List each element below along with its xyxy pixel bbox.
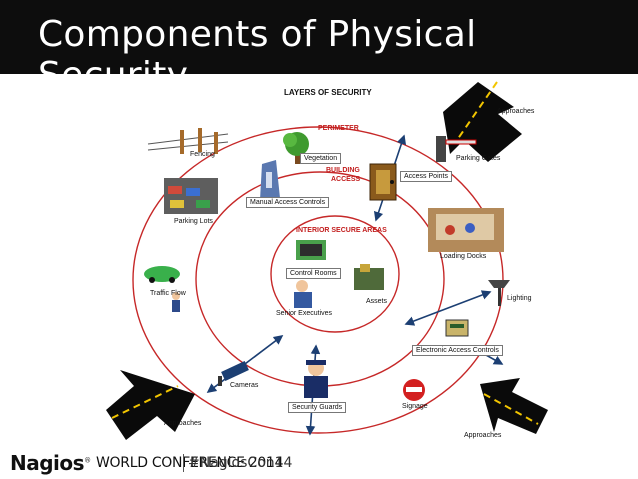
traffic-flow-label: Traffic Flow [150, 290, 186, 297]
zone-building-access-label-1: BUILDING [326, 167, 360, 174]
senior-executive-icon [294, 280, 312, 308]
electronic-access-controls-label: Electronic Access Controls [412, 345, 503, 356]
lighting-label: Lighting [507, 295, 532, 302]
door-icon [369, 163, 397, 201]
vegetation-icon [283, 132, 309, 164]
assets-label: Assets [366, 298, 388, 305]
access-points-label: Access Points [400, 171, 452, 182]
registered-mark: ® [84, 456, 91, 465]
camera-icon [218, 360, 249, 386]
title-bar: Components of Physical Security [0, 0, 638, 96]
approach-arrow-bottom-right [480, 378, 548, 434]
diagram-canvas [106, 81, 548, 440]
zone-building-access-label-2: ACCESS [331, 176, 361, 183]
control-room-icon [296, 240, 326, 260]
approaches-bottom-right-label: Approaches [464, 432, 502, 439]
zone-perimeter-label: PERIMETER [318, 125, 359, 132]
manual-access-controls-label: Manual Access Controls [246, 197, 330, 208]
manual-access-control-icon [260, 160, 280, 200]
layers-of-security-diagram: LAYERS OF SECURITY PERIMETER BUILDING AC… [0, 74, 638, 444]
parking-gates-label: Parking Gates [456, 155, 501, 162]
nagios-logo-text: Nagios [10, 451, 85, 475]
approach-arrow-bottom-left [106, 370, 195, 440]
no-entry-sign-icon [403, 379, 425, 401]
conference-hashtag: #NagiosCon14 [188, 455, 293, 471]
person-walking-icon [172, 292, 180, 312]
parking-lots-label: Parking Lots [174, 218, 213, 225]
cameras-label: Cameras [230, 382, 259, 389]
vegetation-label: Vegetation [300, 153, 342, 164]
interior-ring [270, 215, 400, 333]
signage-label: Signage [402, 403, 428, 410]
security-guard-icon [304, 360, 328, 398]
zone-interior-label: INTERIOR SECURE AREAS [296, 227, 387, 234]
diagram-heading: LAYERS OF SECURITY [284, 88, 372, 97]
loading-docks-label: Loading Docks [440, 253, 487, 260]
footer-separator [183, 454, 184, 472]
fence-icon [147, 128, 229, 154]
conference-name: WORLD CONFERENCE 2014 [96, 455, 284, 471]
loading-dock-icon [428, 208, 504, 252]
footer-branding: Nagios® WORLD CONFERENCE 2014 #NagiosCon… [0, 444, 638, 479]
traffic-flow-icon [144, 266, 180, 283]
approaches-bottom-left-label: Approaches [164, 420, 202, 427]
nagios-logo: Nagios® [10, 451, 91, 475]
senior-executives-label: Senior Executives [276, 310, 333, 317]
fencing-label: Fencing [190, 151, 215, 158]
connector-right [404, 290, 492, 326]
lighting-icon [488, 280, 510, 306]
slide-title: Components of Physical Security [38, 14, 477, 96]
approach-arrow-top-right [443, 81, 522, 162]
parking-gate-icon [436, 136, 477, 162]
security-guards-label: Security Guards [288, 402, 347, 413]
control-rooms-label: Control Rooms [286, 268, 341, 279]
parking-lot-icon [164, 178, 218, 214]
assets-icon [354, 264, 384, 290]
keypad-icon [445, 319, 469, 337]
approaches-top-right-label: Approaches [497, 108, 535, 115]
